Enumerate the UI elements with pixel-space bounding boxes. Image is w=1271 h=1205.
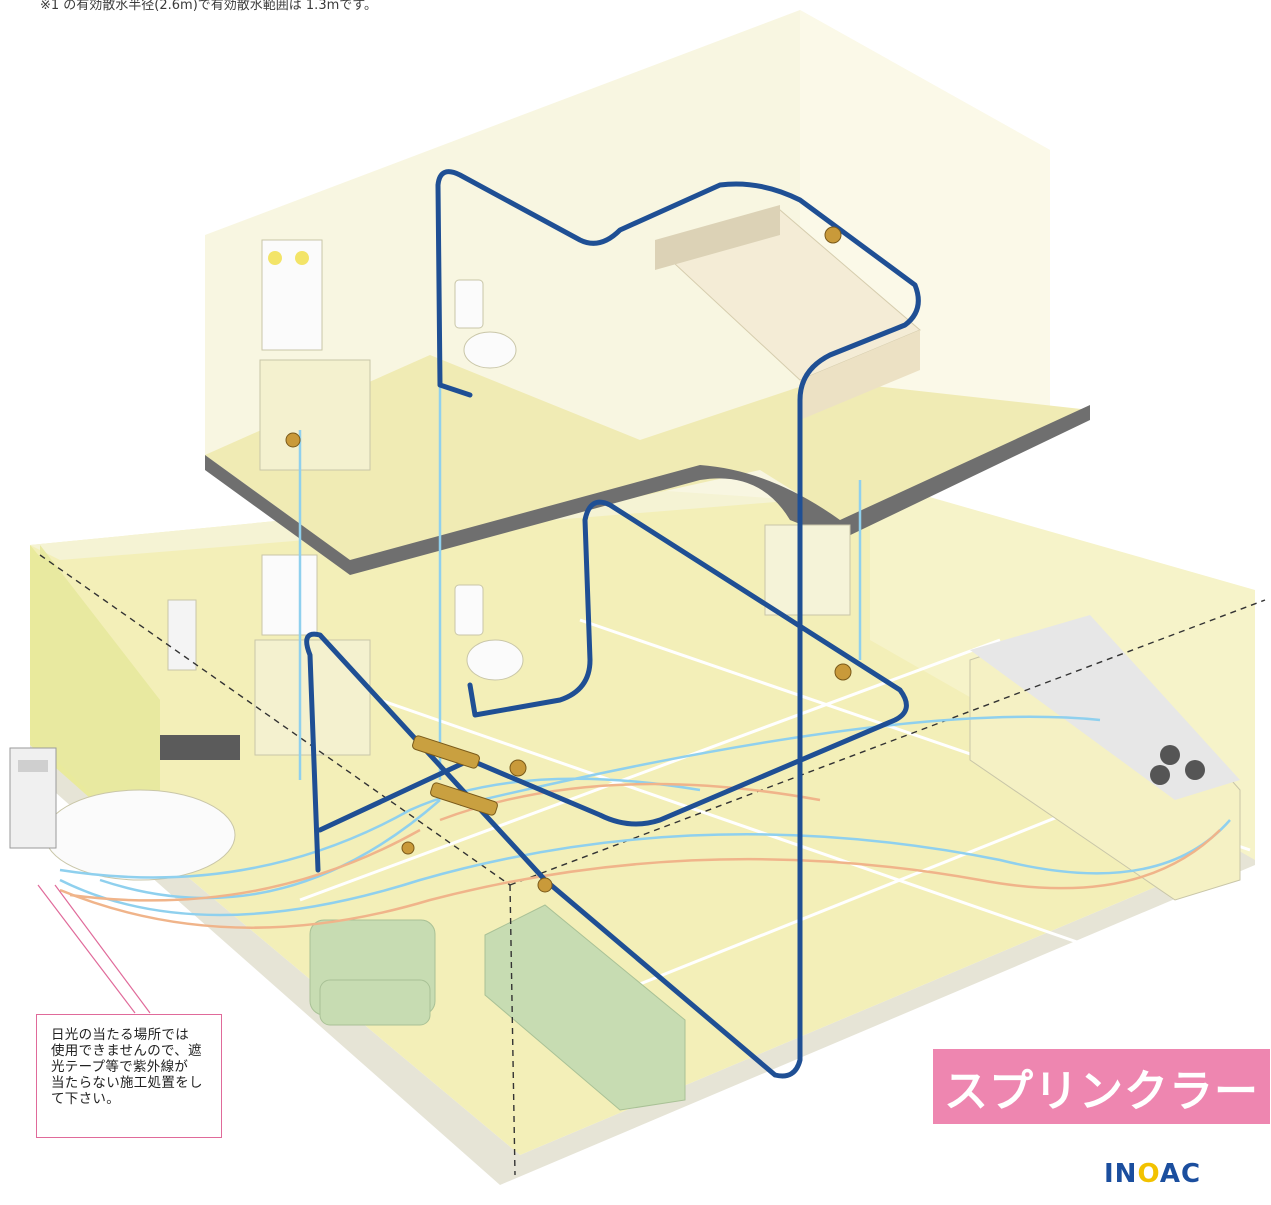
inoac-logo: INOAC (1104, 1159, 1201, 1189)
callout-line: て下さい。 (51, 1091, 120, 1107)
sprinkler-main-pipe (304, 169, 921, 1079)
callout-line: 光テープ等で紫外線が (51, 1059, 189, 1075)
upper-bed (655, 205, 921, 420)
callout-line: 当たらない施工処置をし (51, 1075, 203, 1091)
sofa (484, 904, 686, 1111)
sprinkler-ground-loop (317, 499, 909, 833)
ground-floor-slab (30, 745, 1255, 1185)
logo-text: INOAC (1104, 1159, 1202, 1189)
sprinkler-label-badge: スプリンクラー (933, 1049, 1270, 1124)
ground-bathroom (40, 545, 240, 881)
callout-line: 日光の当たる場所では (51, 1027, 189, 1043)
stair-water-heater (764, 524, 851, 616)
ceiling-dashed-outline (39, 554, 1266, 1176)
sprinkler-label-text: スプリンクラー (944, 1065, 1259, 1117)
upper-floor-slab-edge (205, 405, 1090, 575)
upper-floor-surface (205, 355, 1090, 560)
water-heater-unit (9, 747, 57, 849)
header-manifolds (412, 735, 498, 816)
uv-warning-callout: 日光の当たる場所では 使用できませんので、遮 光テープ等で紫外線が 当たらない施… (36, 1014, 222, 1138)
top-note-text: ※1 の有効散水半径(2.6m)で有効散水範囲は 1.3mです。 (40, 0, 377, 13)
armchair (309, 919, 436, 1026)
cold-water-pipes (59, 360, 1231, 917)
callout-leader-lines (37, 884, 151, 1014)
callout-line: 使用できませんので、遮 (51, 1043, 202, 1059)
kitchen-counter (969, 615, 1241, 901)
ground-toilet (454, 584, 524, 681)
upper-vanity (259, 239, 371, 471)
upper-toilet (454, 279, 517, 369)
sprinkler-heads (285, 226, 852, 893)
